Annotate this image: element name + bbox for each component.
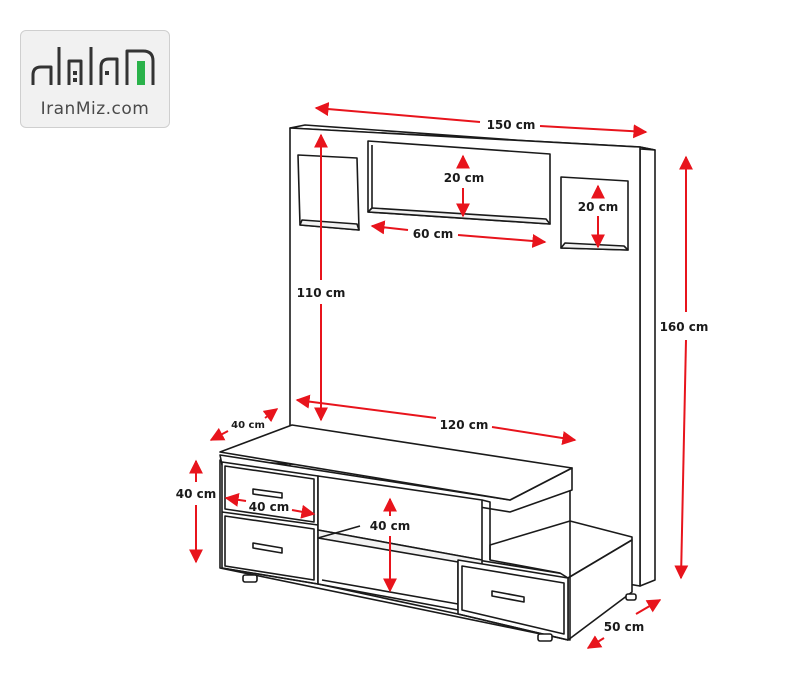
dimension-arrows [189, 102, 693, 649]
label-right-niche-height: 20 cm [578, 200, 619, 214]
logo-text: IranMiz.com [40, 99, 150, 119]
foot-back [625, 593, 637, 601]
foot-left [242, 574, 258, 583]
label-middle-compartment-height: 40 cm [370, 519, 411, 533]
drawer-handle-3 [491, 590, 525, 603]
label-drawer-width: 40 cm [249, 500, 290, 514]
dimension-labels: 150 cm 160 cm 20 cm 60 cm 20 cm 110 cm 1… [176, 118, 709, 634]
logo-mark-icon [31, 47, 155, 85]
label-center-niche-width: 60 cm [413, 227, 454, 241]
side-shelf-top [489, 520, 633, 579]
label-total-width: 150 cm [487, 118, 536, 132]
furniture-drawing [219, 124, 656, 642]
drawer-handle-1 [252, 488, 283, 499]
label-base-depth: 50 cm [604, 620, 645, 634]
label-back-panel-height: 110 cm [297, 286, 346, 300]
label-cabinet-height: 40 cm [176, 487, 217, 501]
table-top [219, 424, 573, 501]
label-total-height: 160 cm [660, 320, 709, 334]
label-center-niche-height: 20 cm [444, 171, 485, 185]
left-niche [297, 154, 360, 231]
drawer-handle-2 [252, 542, 283, 554]
foot-right [537, 633, 553, 642]
label-table-width: 120 cm [440, 418, 489, 432]
iranmiz-logo: IranMiz.com [20, 30, 170, 128]
back-panel-side [639, 146, 656, 587]
label-table-top-depth: 40 cm [231, 420, 265, 431]
